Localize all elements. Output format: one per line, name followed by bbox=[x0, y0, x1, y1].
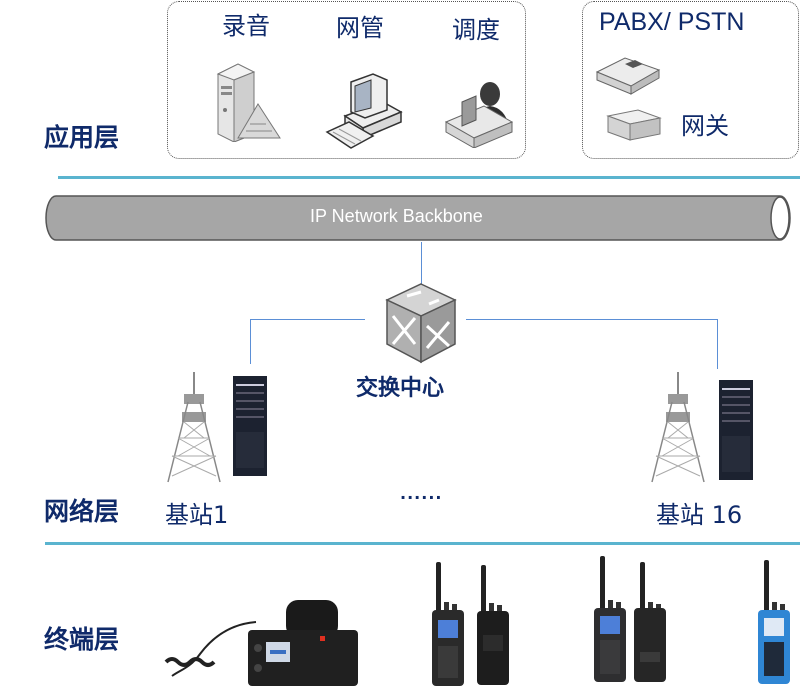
handheld-radio-icon bbox=[594, 556, 626, 682]
gateway-label: 网关 bbox=[681, 112, 729, 140]
network-management-computer-icon bbox=[325, 73, 403, 149]
layer-separator-top bbox=[58, 176, 800, 179]
handheld-radio-icon bbox=[477, 565, 509, 685]
vehicle-radio-icon bbox=[164, 600, 358, 686]
switch-center-label: 交换中心 bbox=[356, 376, 445, 401]
terminal-layer-label: 终端层 bbox=[44, 625, 120, 654]
handheld-radio-icon bbox=[432, 562, 464, 686]
dispatcher-console-icon bbox=[444, 82, 514, 148]
link-switch-to-bs16-h bbox=[466, 319, 718, 320]
application-layer-label: 应用层 bbox=[44, 123, 120, 152]
bs1-rack-cabinet-icon bbox=[233, 376, 267, 476]
pbx-phone-icon bbox=[595, 57, 661, 95]
base-station-1-label: 基站1 bbox=[165, 501, 229, 529]
network-layer-label: 网络层 bbox=[44, 497, 120, 526]
link-backbone-to-switch bbox=[421, 242, 422, 284]
bs1-tower-icon bbox=[167, 372, 221, 483]
ip-backbone-pipe bbox=[45, 195, 791, 241]
switch-cube-icon bbox=[385, 283, 457, 364]
pstn-title: PABX/ PSTN bbox=[599, 8, 745, 36]
backbone-label: IP Network Backbone bbox=[310, 206, 483, 226]
handheld-radio-icon bbox=[634, 562, 666, 682]
link-switch-to-bs1-v bbox=[250, 319, 251, 364]
layer-separator-bottom bbox=[45, 542, 800, 545]
dispatch-label: 调度 bbox=[452, 16, 500, 44]
base-station-16-label: 基站 16 bbox=[656, 501, 743, 529]
handheld-radio-icon bbox=[758, 560, 790, 684]
gateway-device-icon bbox=[606, 109, 662, 141]
link-switch-to-bs1-h bbox=[250, 319, 365, 320]
ellipsis-more-stations: ······ bbox=[400, 488, 443, 507]
network-management-label: 网管 bbox=[336, 14, 384, 42]
link-switch-to-bs16-v bbox=[717, 319, 718, 369]
bs16-rack-cabinet-icon bbox=[719, 380, 753, 480]
recording-server-icon bbox=[216, 63, 281, 142]
bs16-tower-icon bbox=[651, 372, 705, 483]
recording-label: 录音 bbox=[222, 12, 270, 40]
